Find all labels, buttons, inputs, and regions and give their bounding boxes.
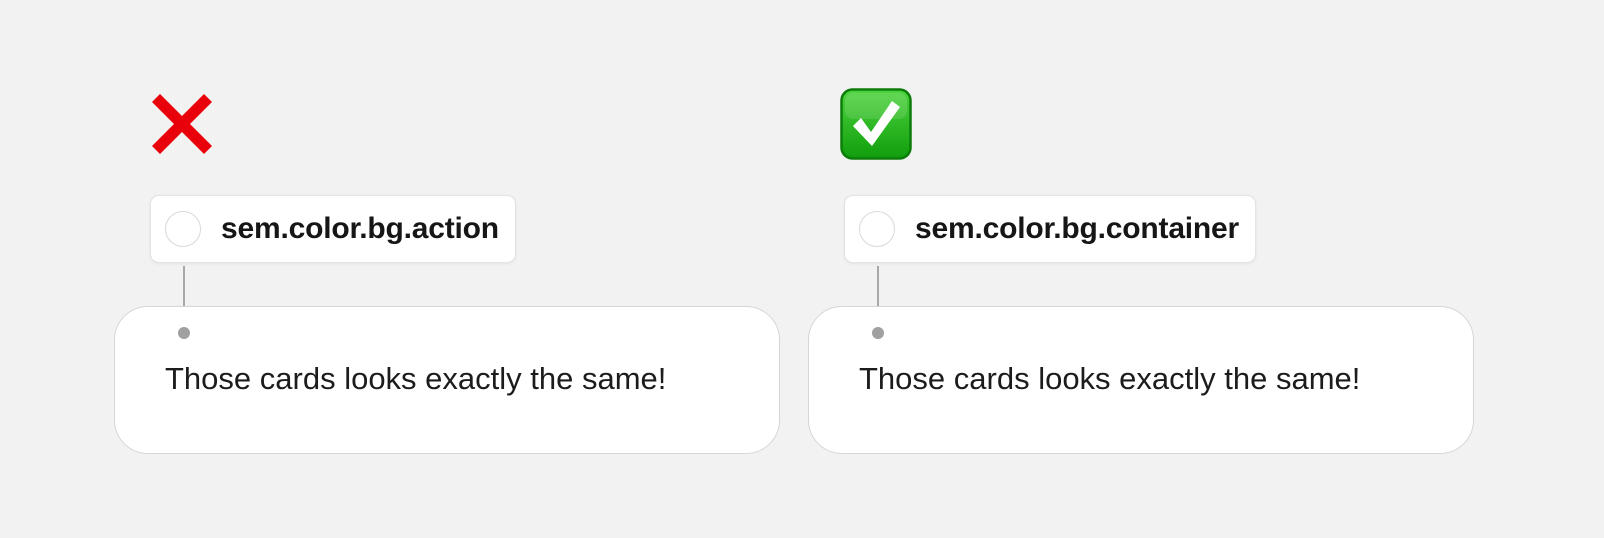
check-mark-button-icon — [840, 88, 912, 160]
connector-line — [183, 266, 185, 332]
correct-example: sem.color.bg.container Those cards looks… — [694, 0, 1474, 538]
token-name: sem.color.bg.container — [915, 212, 1240, 245]
sample-card: Those cards looks exactly the same! — [114, 306, 780, 454]
color-swatch — [165, 211, 201, 247]
connector-dot — [872, 327, 884, 339]
color-swatch — [859, 211, 895, 247]
card-text: Those cards looks exactly the same! — [859, 361, 1361, 396]
card-text: Those cards looks exactly the same! — [165, 361, 667, 396]
incorrect-example: sem.color.bg.action Those cards looks ex… — [0, 0, 780, 538]
token-name: sem.color.bg.action — [221, 212, 499, 245]
token-chip: sem.color.bg.action — [150, 195, 516, 263]
connector-dot — [178, 327, 190, 339]
cross-mark-icon — [146, 88, 218, 160]
connector-line — [877, 266, 879, 332]
sample-card: Those cards looks exactly the same! — [808, 306, 1474, 454]
token-chip: sem.color.bg.container — [844, 195, 1257, 263]
